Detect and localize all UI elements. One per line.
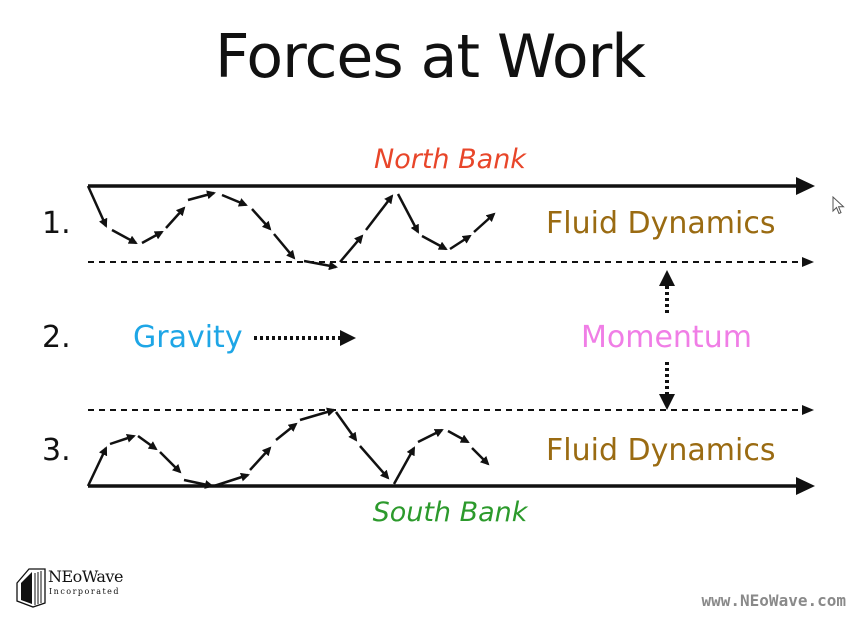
gravity-arrow bbox=[254, 330, 356, 346]
row-1-number: 1. bbox=[42, 206, 71, 241]
row-3-number: 3. bbox=[42, 433, 71, 468]
upper-dashed-arrow bbox=[88, 257, 814, 267]
gravity-label: Gravity bbox=[133, 320, 243, 355]
south-bank-label: South Bank bbox=[372, 497, 528, 528]
row-2-number: 2. bbox=[42, 320, 71, 355]
fluid-flow-upper bbox=[86, 185, 496, 271]
momentum-arrow bbox=[659, 270, 675, 410]
neowave-logo-icon bbox=[16, 568, 46, 608]
logo-subtitle: Incorporated bbox=[49, 587, 121, 596]
logo-name: NEoWave bbox=[48, 567, 123, 586]
website-url: www.NEoWave.com bbox=[701, 591, 847, 610]
lower-dashed-arrow bbox=[88, 405, 814, 415]
north-bank-label: North Bank bbox=[374, 144, 526, 175]
row-3-fluid-dynamics-label: Fluid Dynamics bbox=[546, 433, 776, 468]
fluid-flow-lower bbox=[86, 407, 490, 489]
south-bank-arrow bbox=[88, 477, 815, 495]
north-bank-arrow bbox=[88, 177, 815, 195]
row-1-fluid-dynamics-label: Fluid Dynamics bbox=[546, 206, 776, 241]
momentum-label: Momentum bbox=[581, 320, 752, 355]
slide-title: Forces at Work bbox=[215, 22, 646, 92]
arrow-cursor-icon bbox=[832, 196, 845, 215]
